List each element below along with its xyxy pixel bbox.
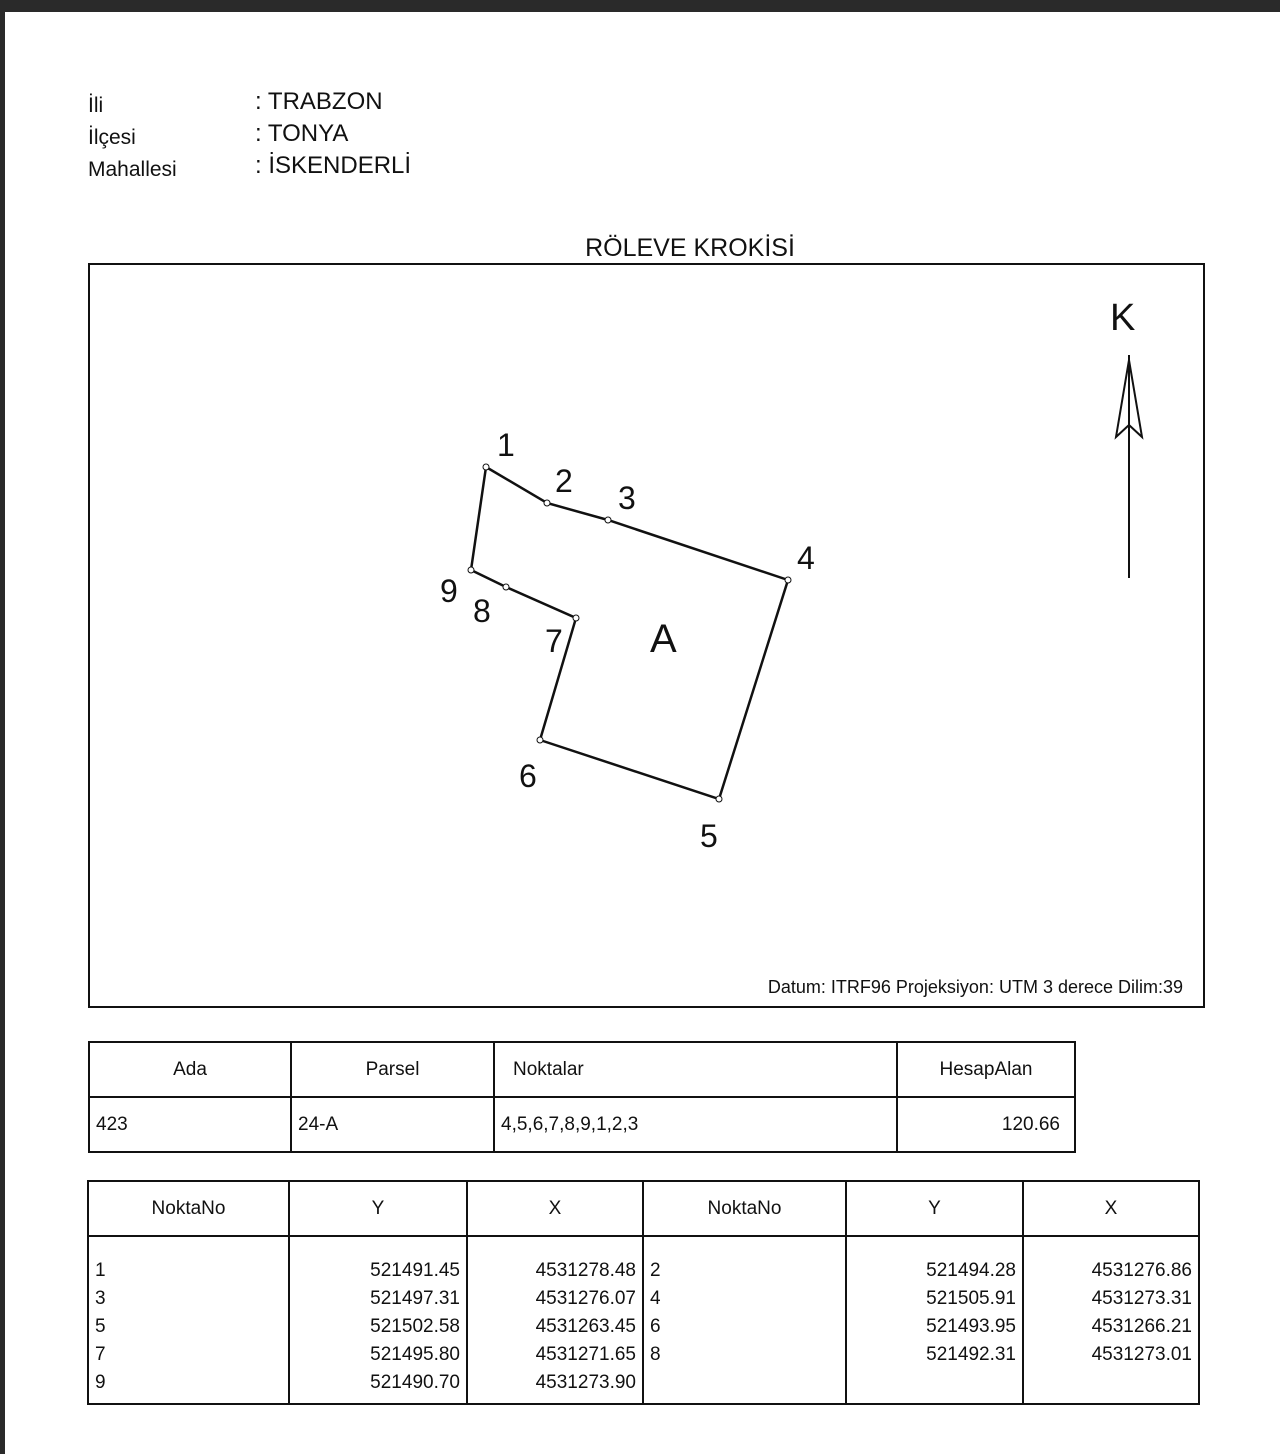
y-coordinate: 521495.80 (370, 1344, 460, 1365)
il-value: : TRABZON (255, 88, 383, 115)
x-coordinate: 4531273.01 (1091, 1344, 1192, 1365)
y-coordinate: 521493.95 (926, 1316, 1016, 1337)
header-ada: Ada (88, 1041, 292, 1098)
point-label-4: 4 (797, 540, 815, 576)
point-number: 5 (95, 1316, 106, 1337)
header-y-right: Y (845, 1180, 1024, 1237)
y-coordinate: 521492.31 (926, 1344, 1016, 1365)
header-noktano-right: NoktaNo (642, 1180, 847, 1237)
point-number: 8 (650, 1344, 661, 1365)
north-label: K (1110, 297, 1135, 339)
header-noktalar: Noktalar (493, 1041, 898, 1098)
header-x-left: X (466, 1180, 644, 1237)
il-label: İli (88, 94, 104, 117)
y-coordinate: 521491.45 (370, 1260, 460, 1281)
point-label-2: 2 (555, 463, 573, 499)
y-coordinate: 521505.91 (926, 1288, 1016, 1309)
point-label-3: 3 (618, 480, 636, 516)
x-coordinate: 4531271.65 (535, 1344, 636, 1365)
document-page: İli : TRABZON İlçesi : TONYA Mahallesi :… (5, 12, 1280, 1454)
point-number: 9 (95, 1372, 106, 1393)
point-number: 6 (650, 1316, 661, 1337)
point-number: 1 (95, 1260, 106, 1281)
north-arrow-icon (1114, 355, 1144, 578)
point-number: 4 (650, 1288, 661, 1309)
vertex-markers (467, 463, 792, 803)
y-coordinate: 521490.70 (370, 1372, 460, 1393)
parcel-boundary (469, 464, 790, 801)
point-label-1: 1 (497, 427, 515, 463)
header-noktano-left: NoktaNo (87, 1180, 290, 1237)
coordinate-table: NoktaNo Y X NoktaNo Y X 1 3 5 7 9 521491.45 52… (87, 1180, 1200, 1405)
cell-noktalar: 4,5,6,7,8,9,1,2,3 (493, 1096, 898, 1153)
parcel-table: Ada Parsel Noktalar HesapAlan 423 24-A 4… (88, 1041, 1076, 1153)
cell-hesapalan: 120.66 (896, 1096, 1076, 1153)
mahalle-value: : İSKENDERLİ (255, 152, 412, 179)
x-coordinate: 4531273.31 (1091, 1288, 1192, 1309)
mahalle-label: Mahallesi (88, 158, 177, 181)
datum-note: Datum: ITRF96 Projeksiyon: UTM 3 derece … (767, 977, 1183, 997)
x-coordinate: 4531273.90 (535, 1372, 636, 1393)
cell-parsel: 24-A (290, 1096, 495, 1153)
sketch-frame: 1 2 3 4 5 6 7 8 9 A K Da (88, 263, 1205, 1008)
y-coordinate: 521497.31 (370, 1288, 460, 1309)
x-coordinate: 4531266.21 (1091, 1316, 1192, 1337)
point-label-6: 6 (519, 758, 537, 794)
header-parsel: Parsel (290, 1041, 495, 1098)
x-coordinate: 4531263.45 (535, 1316, 636, 1337)
parcel-label: A (650, 617, 677, 661)
point-label-5: 5 (700, 818, 718, 854)
y-coordinate: 521494.28 (926, 1260, 1016, 1281)
ilce-value: : TONYA (255, 120, 349, 147)
y-coordinate: 521502.58 (370, 1316, 460, 1337)
header-x-right: X (1022, 1180, 1200, 1237)
point-label-8: 8 (473, 593, 491, 629)
point-number: 7 (95, 1344, 106, 1365)
x-coordinate: 4531278.48 (535, 1260, 636, 1281)
parcel-sketch: 1 2 3 4 5 6 7 8 9 A K (440, 297, 1144, 854)
header-y-left: Y (288, 1180, 468, 1237)
point-number: 3 (95, 1288, 106, 1309)
header-hesapalan: HesapAlan (896, 1041, 1076, 1098)
x-coordinate: 4531276.86 (1091, 1260, 1192, 1281)
ilce-label: İlçesi (88, 126, 136, 149)
x-coordinate: 4531276.07 (535, 1288, 636, 1309)
cell-ada: 423 (88, 1096, 292, 1153)
point-number: 2 (650, 1260, 661, 1281)
point-label-9: 9 (440, 573, 458, 609)
document-title: RÖLEVE KROKİSİ (585, 234, 795, 262)
point-label-7: 7 (545, 623, 563, 659)
